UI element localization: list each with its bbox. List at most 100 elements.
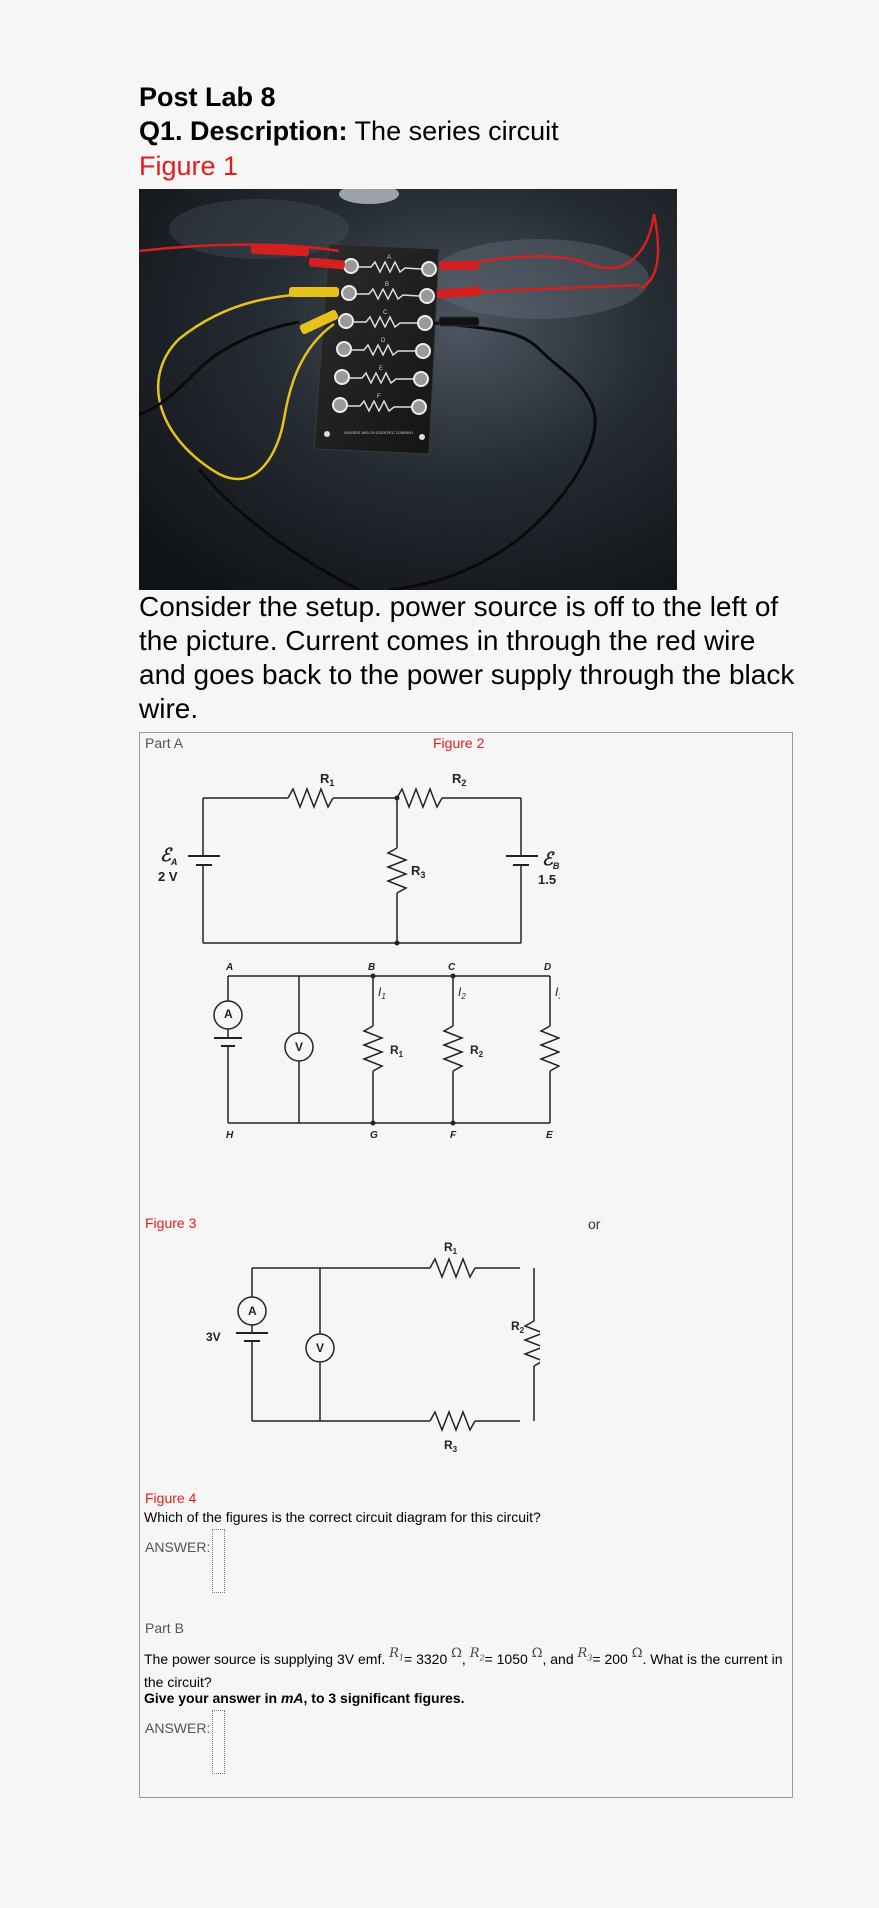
r2-sym: R <box>469 1646 480 1661</box>
r2-sub: 2 <box>479 1653 485 1663</box>
part-a-question: Which of the figures is the correct circ… <box>144 1509 541 1525</box>
svg-text:R3: R3 <box>411 863 425 880</box>
fig2-r3-sub: 3 <box>420 870 425 880</box>
fig2-r1: R <box>320 771 330 786</box>
part-a-label: Part A <box>145 735 184 751</box>
description-label: Q1. Description: <box>139 116 348 146</box>
fig4-r3: R <box>444 1438 453 1452</box>
part-b-instruction: Give your answer in mA, to 3 significant… <box>144 1690 465 1707</box>
svg-text:R2: R2 <box>452 771 466 788</box>
intro-text: Consider the setup. power source is off … <box>139 591 795 724</box>
fig3-i1-sub: 1 <box>381 992 385 1001</box>
fig3-node-d: D <box>544 962 551 973</box>
fig4-r3-sub: 3 <box>453 1445 458 1454</box>
svg-text:I1: I1 <box>378 985 386 1001</box>
r3-sub: 3 <box>587 1653 593 1663</box>
svg-text:I3: I3 <box>555 985 560 1001</box>
fig3-node-c: C <box>448 962 456 973</box>
fig2-eb-value: 1.5 V <box>538 872 560 887</box>
fig4-r2-sub: 2 <box>520 1326 525 1335</box>
yellow-wires <box>156 291 335 481</box>
fig4-r1-sub: 1 <box>453 1247 458 1256</box>
r2-value: = 1050 <box>484 1651 528 1667</box>
fig4-ammeter: A <box>248 1304 257 1318</box>
instr-pre: Give your answer in <box>144 1690 281 1706</box>
photo-label-f: F <box>377 394 381 400</box>
page-title: Post Lab 8 <box>139 82 276 112</box>
fig3-i3: I <box>555 985 559 999</box>
fig3-r2: R <box>470 1043 479 1057</box>
fig3-i2: I <box>458 985 462 999</box>
part-b-q-start: The power source is supplying 3V emf. <box>144 1651 386 1667</box>
r3-sym: R <box>577 1646 588 1661</box>
fig3-i1: I <box>378 985 382 999</box>
svg-text:R2: R2 <box>470 1043 484 1059</box>
figure3-label: Figure 3 <box>145 1215 197 1231</box>
r3-omega: Ω <box>631 1646 643 1661</box>
fig3-i3-sub: 3 <box>558 992 560 1001</box>
photo-label-b: B <box>385 282 389 288</box>
fig3-node-h: H <box>226 1130 234 1141</box>
comma-1: , <box>461 1651 466 1667</box>
part-b-answer-input[interactable] <box>212 1710 225 1774</box>
part-a-answer-label: ANSWER: <box>145 1539 211 1555</box>
svg-text:R2: R2 <box>511 1319 525 1335</box>
or-text: or <box>588 1216 601 1232</box>
r2-omega: Ω <box>531 1646 543 1661</box>
figure3-circuit: A V A B C D H G F E I1 I2 I3 R1 R2 R3 <box>213 962 560 1141</box>
fig3-voltmeter: V <box>295 1040 303 1054</box>
photo-board-text: SARGENT-WELCH SCIENTIFIC COMPANY <box>344 431 414 435</box>
r2-symbol: R2 <box>469 1646 485 1663</box>
black-wires <box>139 320 597 590</box>
photo-label-c: C <box>383 310 388 316</box>
question-description: Q1. Description: The series circuit <box>139 114 559 148</box>
svg-text:R1: R1 <box>320 771 334 788</box>
r1-sym: R <box>389 1646 399 1661</box>
svg-text:ℰB: ℰB <box>542 849 560 871</box>
r1-omega: Ω <box>451 1646 462 1661</box>
svg-text:R3: R3 <box>444 1438 458 1454</box>
fig2-ea: ℰ <box>160 845 173 865</box>
figure2-label: Figure 2 <box>433 735 485 751</box>
figure4-circuit: A V 3V R1 R3 <box>206 1240 520 1454</box>
fig4-r1: R <box>444 1240 453 1254</box>
fig2-r2-sub: 2 <box>461 778 466 788</box>
fig3-node-a: A <box>225 962 233 973</box>
fig4-battery: 3V <box>206 1330 221 1344</box>
r3-value: = 200 <box>592 1651 628 1667</box>
fig2-eb: ℰ <box>542 849 555 869</box>
fig2-ea-sub: A <box>170 857 178 867</box>
r3-symbol: R3 <box>577 1646 593 1663</box>
fig3-node-b: B <box>368 962 375 973</box>
part-b-question: The power source is supplying 3V emf. R1… <box>144 1646 784 1691</box>
fig3-node-f: F <box>450 1130 457 1141</box>
fig3-r1-sub: 1 <box>399 1050 404 1059</box>
fig4-voltmeter: V <box>316 1341 324 1355</box>
figure4-label: Figure 4 <box>145 1490 197 1506</box>
figure4-r2-label: R2 <box>511 1319 525 1335</box>
fig2-r2: R <box>452 771 462 786</box>
photo-label-e: E <box>379 366 383 372</box>
svg-text:ℰA: ℰA <box>160 845 177 867</box>
part-b-label: Part B <box>145 1620 184 1636</box>
fig3-i2-sub: 2 <box>460 992 466 1001</box>
figure4-right-branch <box>522 1268 540 1421</box>
svg-text:R1: R1 <box>390 1043 404 1059</box>
svg-text:R1: R1 <box>444 1240 458 1256</box>
fig3-r2-sub: 2 <box>479 1050 484 1059</box>
and-text: , and <box>542 1651 574 1667</box>
svg-text:I2: I2 <box>458 985 466 1001</box>
fig3-node-e: E <box>546 1130 553 1141</box>
figure1-label: Figure 1 <box>139 151 239 181</box>
figure2-circuit: R1 R2 R3 ℰA 2 V ℰB 1.5 V <box>158 771 560 946</box>
fig3-ammeter: A <box>224 1007 233 1021</box>
instr-unit: mA <box>280 1690 304 1706</box>
photo-label-d: D <box>381 338 386 344</box>
r1-symbol: R1 <box>389 1646 404 1663</box>
part-b-answer-label: ANSWER: <box>145 1720 211 1736</box>
part-a-answer-input[interactable] <box>212 1529 225 1593</box>
fig2-eb-sub: B <box>553 861 560 871</box>
fig3-node-g: G <box>370 1130 378 1141</box>
fig2-r3: R <box>411 863 421 878</box>
description-text: The series circuit <box>347 116 559 146</box>
